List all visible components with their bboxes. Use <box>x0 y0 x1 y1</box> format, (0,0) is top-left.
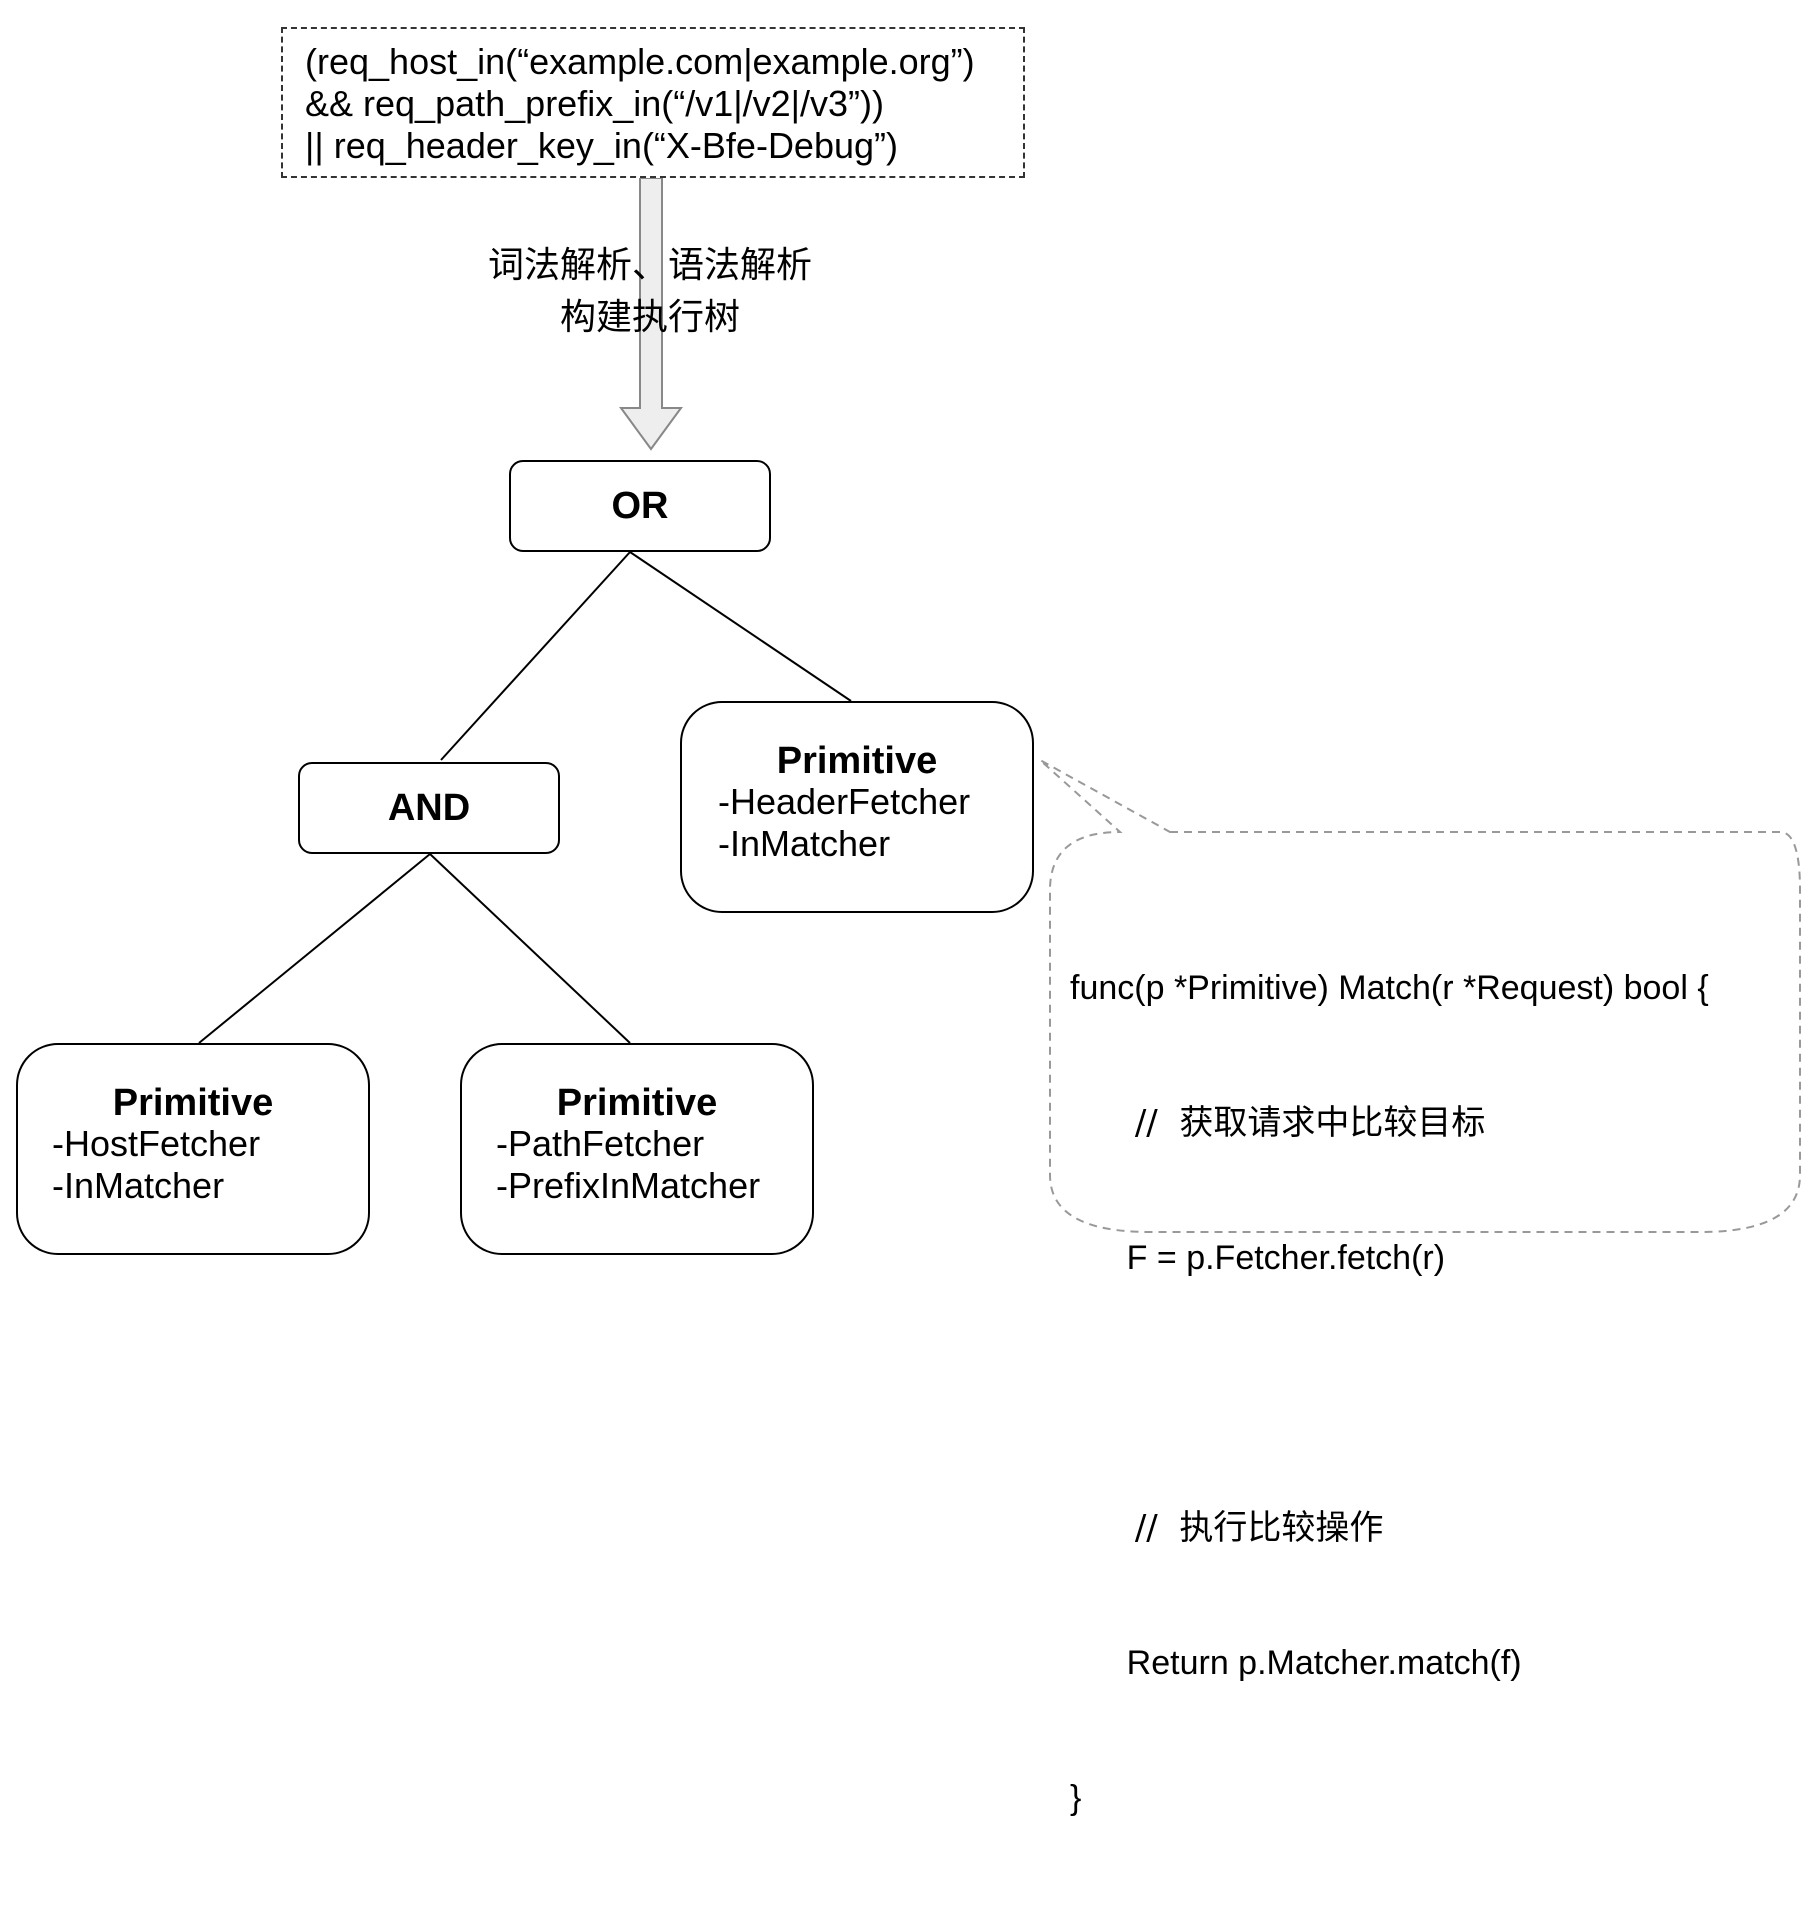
code-line-5: // 执行比较操作 <box>1070 1508 1384 1548</box>
primitive-host-title: Primitive <box>112 1082 274 1124</box>
arrow-label-line-1: 词法解析、语法解析 <box>487 245 812 286</box>
code-line-2: // 获取请求中比较目标 <box>1070 1103 1486 1143</box>
code-callout-text: func(p *Primitive) Match(r *Request) boo… <box>1070 876 1709 1911</box>
expression-line-2: && req_path_prefix_in(“/v1|/v2|/v3”)) <box>305 83 884 124</box>
arrow-label-line-2: 构建执行树 <box>559 297 740 338</box>
parse-arrow <box>619 177 683 451</box>
code-line-3: F = p.Fetcher.fetch(r) <box>1070 1239 1446 1277</box>
primitive-host-node: Primitive -HostFetcher -InMatcher <box>16 1043 370 1255</box>
edge-or-primitive-header <box>629 551 852 702</box>
primitive-path-matcher: -PrefixInMatcher <box>496 1165 761 1206</box>
expression-line-1: (req_host_in(“example.com|example.org”) <box>305 41 975 82</box>
edge-and-primitive-host <box>198 853 431 1044</box>
code-line-1: func(p *Primitive) Match(r *Request) boo… <box>1070 969 1709 1007</box>
primitive-host-fetcher: -HostFetcher <box>52 1123 261 1164</box>
expression-line-3: || req_header_key_in(“X-Bfe-Debug”) <box>305 125 898 166</box>
code-line-7: } <box>1070 1779 1082 1817</box>
primitive-path-node: Primitive -PathFetcher -PrefixInMatcher <box>460 1043 814 1255</box>
edge-or-and <box>440 551 631 761</box>
and-node: AND <box>298 762 560 854</box>
primitive-host-matcher: -InMatcher <box>52 1165 225 1206</box>
primitive-path-fetcher: -PathFetcher <box>496 1123 705 1164</box>
primitive-header-matcher: -InMatcher <box>718 823 891 864</box>
or-node: OR <box>509 460 771 552</box>
diagram-connectors <box>198 177 1801 1233</box>
expression-box: (req_host_in(“example.com|example.org”) … <box>281 27 1025 178</box>
primitive-header-node: Primitive -HeaderFetcher -InMatcher <box>680 701 1034 913</box>
code-line-4 <box>1070 1371 1709 1416</box>
diagram-canvas: (req_host_in(“example.com|example.org”) … <box>16 27 1801 1817</box>
edge-and-primitive-path <box>429 853 631 1044</box>
code-line-6: Return p.Matcher.match(f) <box>1070 1644 1522 1682</box>
code-callout-bubble <box>1039 759 1801 1233</box>
or-node-label: OR <box>611 484 669 527</box>
and-node-label: AND <box>387 786 471 829</box>
primitive-header-title: Primitive <box>776 740 938 782</box>
primitive-path-title: Primitive <box>556 1082 718 1124</box>
primitive-header-fetcher: -HeaderFetcher <box>718 781 971 822</box>
